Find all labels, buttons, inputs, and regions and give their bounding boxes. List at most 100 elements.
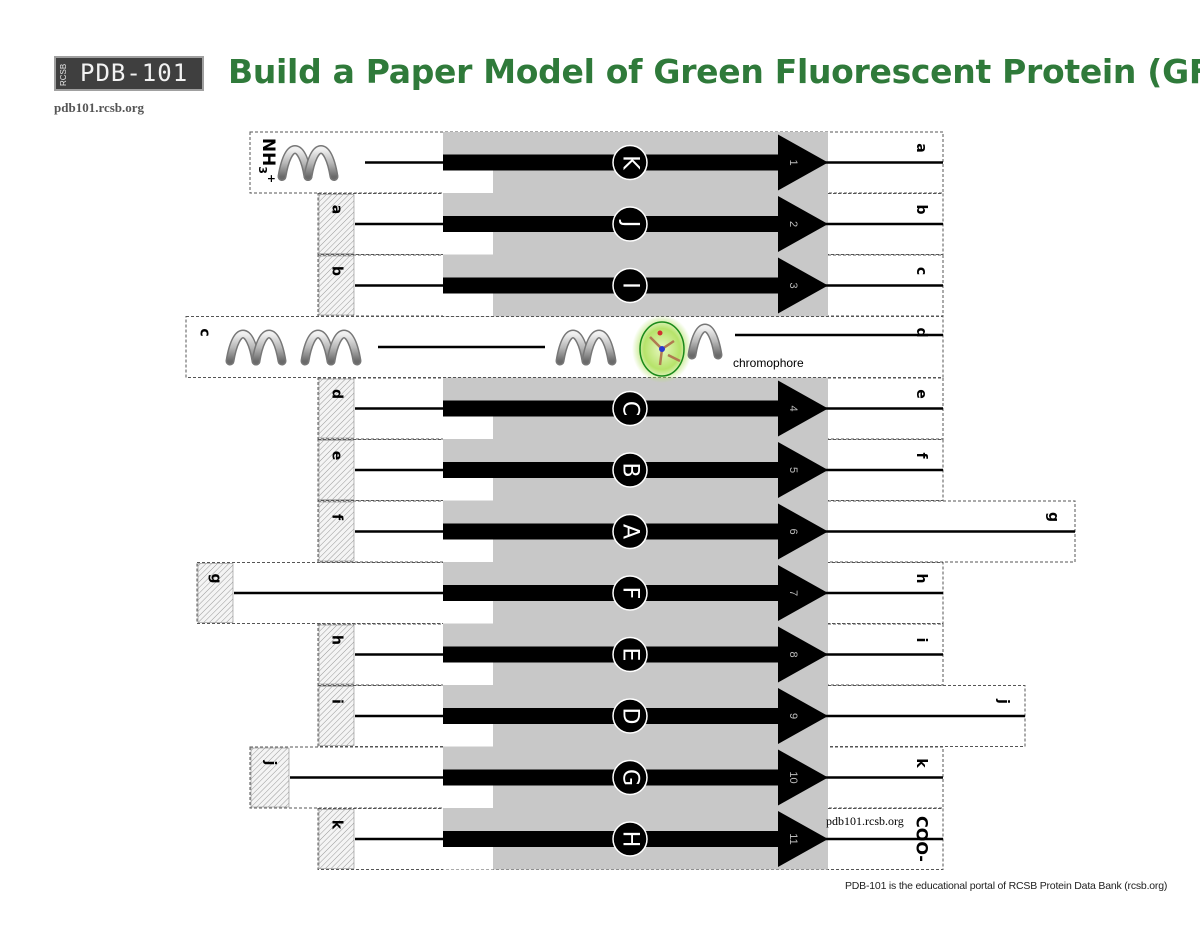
beta-strand-arrowhead (778, 811, 828, 867)
glue-tab (318, 255, 355, 316)
central-helix-left-a (225, 329, 287, 366)
strand-number: 10 (787, 771, 799, 783)
strand-letter-circle (612, 821, 648, 857)
bottom-url: pdb101.rcsb.org (826, 814, 904, 828)
left-connector-label: a (329, 205, 345, 214)
beta-strand-arrowhead (778, 503, 828, 560)
central-helix-right (555, 329, 617, 366)
glue-tab (318, 686, 355, 746)
strand-letter-circle (612, 390, 648, 427)
right-connector-label: d (913, 327, 929, 337)
strand-letter: K (618, 155, 643, 170)
right-connector-label: e (913, 389, 929, 399)
strand-number: 11 (787, 833, 799, 844)
sheet-notch (443, 845, 493, 870)
strand-letter: E (618, 648, 643, 662)
right-connector-label: f (913, 452, 929, 459)
strand-letter: J (618, 219, 643, 228)
strand-number: 2 (787, 221, 799, 227)
glue-tab (318, 501, 355, 562)
beta-strand-arrowhead (778, 196, 828, 252)
sheet-notch (443, 476, 493, 501)
left-connector-label: e (329, 451, 345, 461)
strand-letter-circle (612, 144, 648, 181)
beta-strand-arrowhead (778, 257, 828, 314)
glue-tab (318, 440, 355, 500)
beta-strand-body (443, 216, 780, 232)
left-connector-label: b (329, 266, 345, 276)
strand-letter-circle (612, 452, 648, 488)
right-connector-label: j (995, 698, 1011, 704)
strand-number: 5 (787, 467, 799, 473)
left-connector-label: c (197, 328, 213, 336)
right-connector-label: h (913, 574, 929, 584)
strand-letter-circle (612, 636, 648, 673)
right-connector-label: a (913, 143, 929, 152)
right-connector-label: i (913, 638, 929, 643)
right-connector-label: g (1045, 512, 1061, 522)
beta-strand-body (443, 708, 780, 724)
sheet-notch (443, 722, 493, 747)
site-url[interactable]: pdb101.rcsb.org (54, 100, 145, 115)
sheet-notch (443, 291, 493, 316)
beta-strand-body (443, 154, 780, 171)
strand-letter: I (618, 282, 643, 289)
chromophore-nitrogen (659, 346, 665, 352)
left-connector-label: j (262, 760, 278, 766)
sheet-notch (443, 783, 493, 808)
glue-tab (250, 747, 290, 808)
beta-strand-body (443, 523, 780, 540)
footer-text: PDB-101 is the educational portal of RCS… (845, 880, 1168, 892)
beta-strand-arrowhead (778, 626, 828, 683)
strand-letter: F (618, 587, 643, 600)
strand-number: 6 (787, 528, 799, 534)
n-terminus-label: NH3+ (257, 138, 279, 183)
pdb101-logo: RCSB PDB-101 (54, 56, 204, 91)
glue-tab (318, 378, 355, 439)
central-helix-left-b (300, 329, 362, 366)
strand-letter-circle (612, 759, 648, 796)
sheet-notch (443, 230, 493, 255)
beta-strand-body (443, 400, 780, 417)
beta-strand-body (443, 831, 780, 847)
helix-ribbon (253, 331, 285, 364)
left-connector-label: k (329, 820, 345, 830)
strand-letter-circle (612, 513, 648, 550)
strand-number: 3 (787, 282, 799, 288)
chromophore-label: chromophore (733, 356, 804, 370)
strand-letter-circle (612, 575, 648, 611)
glue-tab (318, 194, 355, 254)
strand-number: 9 (787, 713, 799, 719)
logo-text: PDB-101 (80, 59, 189, 87)
left-connector-label: i (329, 699, 345, 704)
left-connector-label: h (329, 635, 345, 645)
strand-letter: B (618, 462, 643, 477)
sheet-notch (443, 660, 493, 685)
helix-ribbon (305, 146, 337, 180)
strand-number: 8 (787, 651, 799, 657)
strand-letter-circle (612, 206, 648, 242)
left-connector-label: d (329, 389, 345, 399)
left-connector-label: f (329, 514, 345, 521)
beta-strand-body (443, 646, 780, 663)
glue-tab (318, 809, 355, 869)
strand-letter-circle (612, 698, 648, 734)
beta-strand-arrowhead (778, 565, 828, 621)
strand-number: 7 (787, 590, 799, 596)
strand-letter: D (618, 708, 643, 725)
beta-sheet-region (443, 132, 828, 870)
sheet-notch (443, 599, 493, 624)
sheet-notch (443, 537, 493, 562)
strand-number: 1 (787, 159, 799, 165)
beta-strand-arrowhead (778, 749, 828, 806)
n-terminal-helix (277, 145, 339, 181)
sheet-notch (443, 414, 493, 439)
beta-strand-arrowhead (778, 688, 828, 744)
strand-letter: C (618, 401, 643, 416)
beta-strand-arrowhead (778, 134, 828, 191)
beta-strand-body (443, 462, 780, 478)
strand-letter: A (618, 524, 643, 539)
